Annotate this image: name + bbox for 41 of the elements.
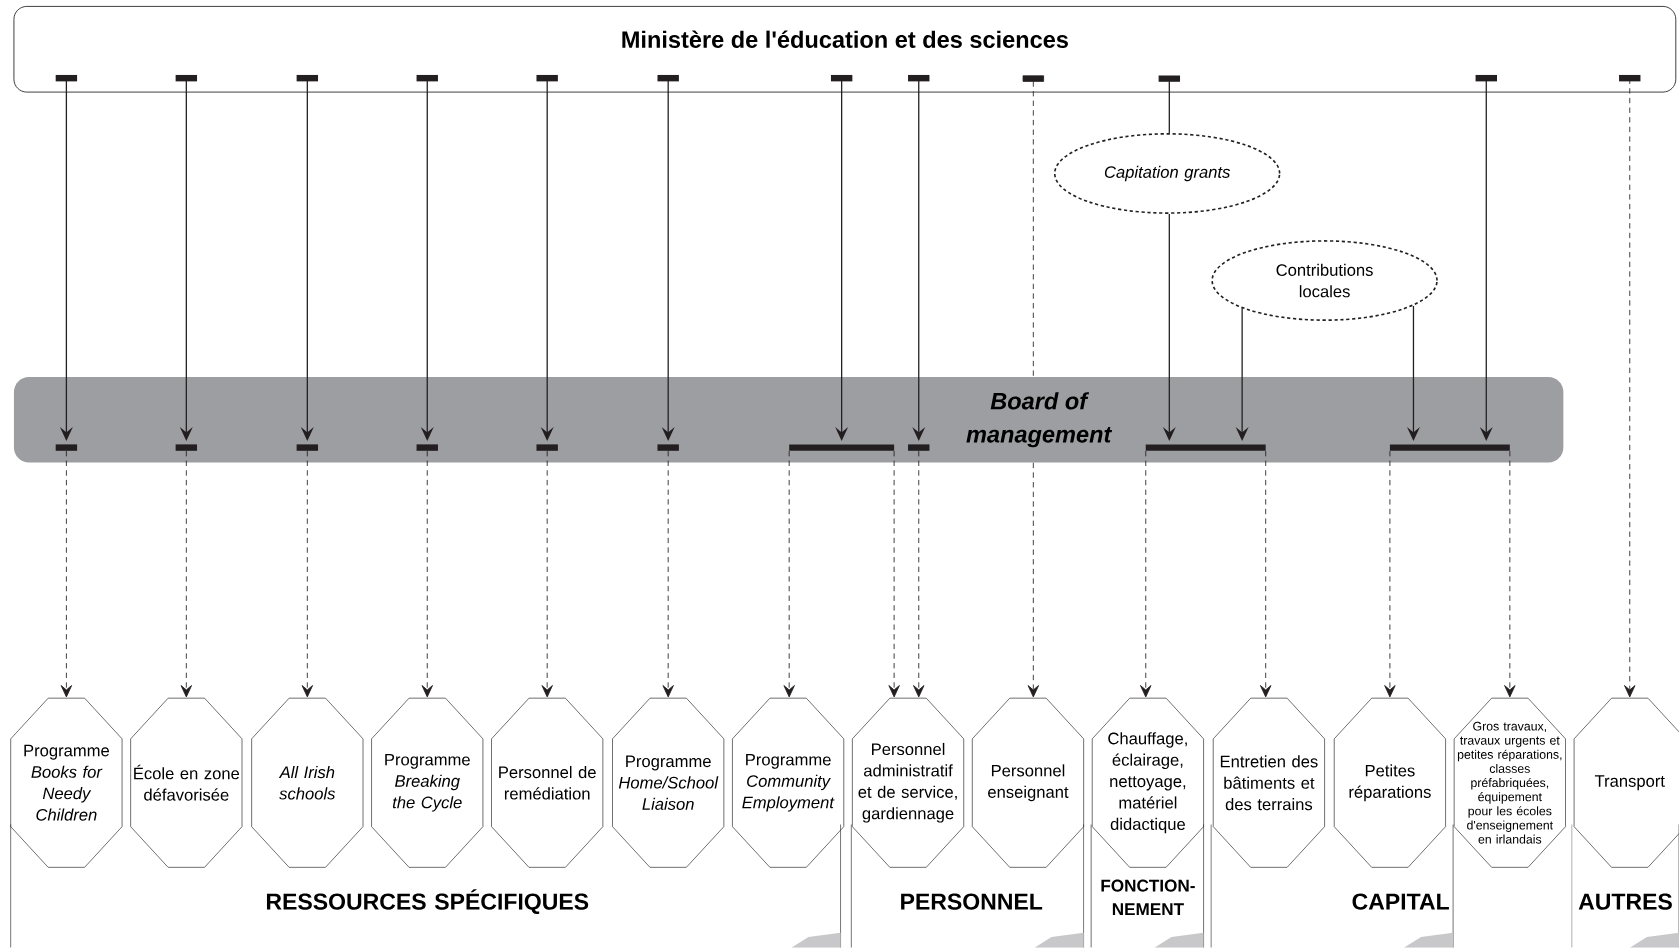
dashed-arrow: [1027, 462, 1039, 698]
dashed-arrow: [1504, 450, 1516, 698]
category-band: CAPITAL: [1210, 824, 1454, 948]
dashed-arrow: [180, 450, 192, 698]
category-band: AUTRES: [1571, 824, 1679, 948]
dashed-arrow: [888, 450, 900, 698]
dashed-arrow: [301, 450, 313, 698]
dashed-arrow: [783, 450, 795, 698]
category-octagon: Personnel enseignant: [971, 698, 1084, 868]
dashed-arrow: [541, 450, 553, 698]
category-octagon: Entretien des bâtiments et des terrains: [1212, 698, 1325, 868]
category-octagon: École en zone défavorisée: [130, 698, 243, 868]
dashed-arrow: [421, 450, 433, 698]
node-label: PERSONNEL: [901, 893, 1043, 910]
category-octagon: Transport: [1573, 698, 1679, 868]
dashed-arrow: [1260, 450, 1272, 698]
dashed-arrow: [1624, 78, 1636, 698]
node-label: AUTRES: [1578, 893, 1672, 910]
dashed-arrow: [913, 450, 925, 698]
category-octagon: Personnel de remédiation: [491, 698, 604, 868]
category-octagon: Personnel administratif et de service, gardiennage: [852, 698, 965, 868]
category-octagon: Petites réparations: [1333, 698, 1446, 868]
dashed-arrow: [662, 450, 674, 698]
ministry-box: Ministère de l'éducation et des sciences: [13, 6, 1677, 93]
node-label: CAPITAL: [1352, 893, 1449, 910]
dashed-arrow: [1140, 450, 1152, 698]
category-band: PERSONNEL: [850, 824, 1084, 948]
dashed-arrow: [60, 450, 73, 698]
node-label: FONCTION-NEMENT: [1101, 879, 1195, 916]
category-octagon: Programme Community Employment: [732, 698, 845, 868]
category-octagon: Programme Home/School Liaison: [612, 698, 725, 868]
node-label: RESSOURCES SPÉCIFIQUES: [266, 889, 589, 915]
category-band: RESSOURCES SPÉCIFIQUES: [10, 824, 841, 948]
category-octagon: Chauffage, éclairage, nettoyage, matériel didactique: [1091, 698, 1204, 868]
category-octagon: All Irish schools: [251, 698, 364, 868]
category-octagon: Programme Books for Needy Children: [10, 698, 123, 868]
category-octagon: Programme Breaking the Cycle: [371, 698, 484, 868]
category-octagon: Gros travaux, travaux urgents et petites réparations, classes préfabriquées, équipement pour les écoles d'enseignement en irlandais: [1453, 698, 1566, 868]
board-band: Board of management: [13, 377, 1564, 463]
dashed-arrow: [1384, 450, 1396, 698]
connector-line: [1158, 75, 1181, 134]
